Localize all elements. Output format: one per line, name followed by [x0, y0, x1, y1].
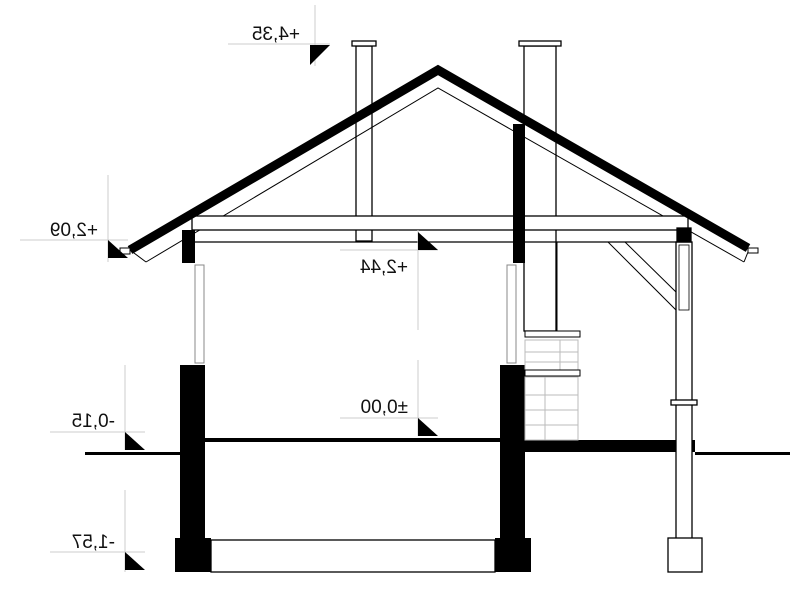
left-window: [194, 264, 205, 364]
left-wall: [180, 365, 205, 545]
right-footing: [495, 538, 531, 572]
level-marker-ground: -0,15: [50, 365, 145, 450]
level-triangle-icon: [418, 232, 438, 250]
level-label-ground: -0,15: [72, 411, 115, 432]
level-triangle-icon: [310, 45, 330, 65]
level-triangle-icon: [108, 240, 128, 258]
level-label-ceiling: +2,44: [359, 257, 408, 278]
level-triangle-icon: [125, 432, 145, 450]
right-wall: [500, 365, 525, 545]
left-footing: [175, 538, 211, 572]
level-marker-floor: ±0,00: [340, 360, 438, 436]
level-marker-eaves: +2,09: [20, 175, 128, 262]
porch-brace: [556, 241, 677, 331]
level-triangle-icon: [418, 418, 438, 436]
fireplace: [524, 330, 581, 441]
rafter-underside: [145, 87, 745, 263]
floor-slab: [205, 438, 500, 442]
level-marker-ceiling: +2,44: [340, 230, 438, 330]
level-label-eaves: +2,09: [50, 220, 98, 241]
basement-slab: [210, 539, 496, 573]
ground-line-right: [695, 452, 790, 455]
level-triangle-icon: [125, 552, 145, 570]
level-label-foundation: -1,57: [72, 532, 115, 553]
level-marker-foundation: -1,57: [50, 490, 145, 572]
level-label-floor: ±0,00: [361, 397, 408, 418]
left-wall-top: [182, 230, 195, 263]
ground-line-left: [85, 452, 180, 455]
left-chimney: [351, 40, 377, 242]
terrace-slab: [525, 440, 695, 452]
right-chimney: [518, 40, 562, 332]
level-label-ridge: +4,35: [252, 24, 300, 45]
gutter-right: [747, 247, 759, 254]
right-window: [506, 264, 517, 364]
roof: [127, 64, 751, 254]
level-marker-ridge: +4,35: [228, 5, 330, 66]
porch-post: [667, 227, 703, 573]
ceiling-beam: [191, 215, 689, 231]
right-wall-top: [513, 124, 525, 263]
